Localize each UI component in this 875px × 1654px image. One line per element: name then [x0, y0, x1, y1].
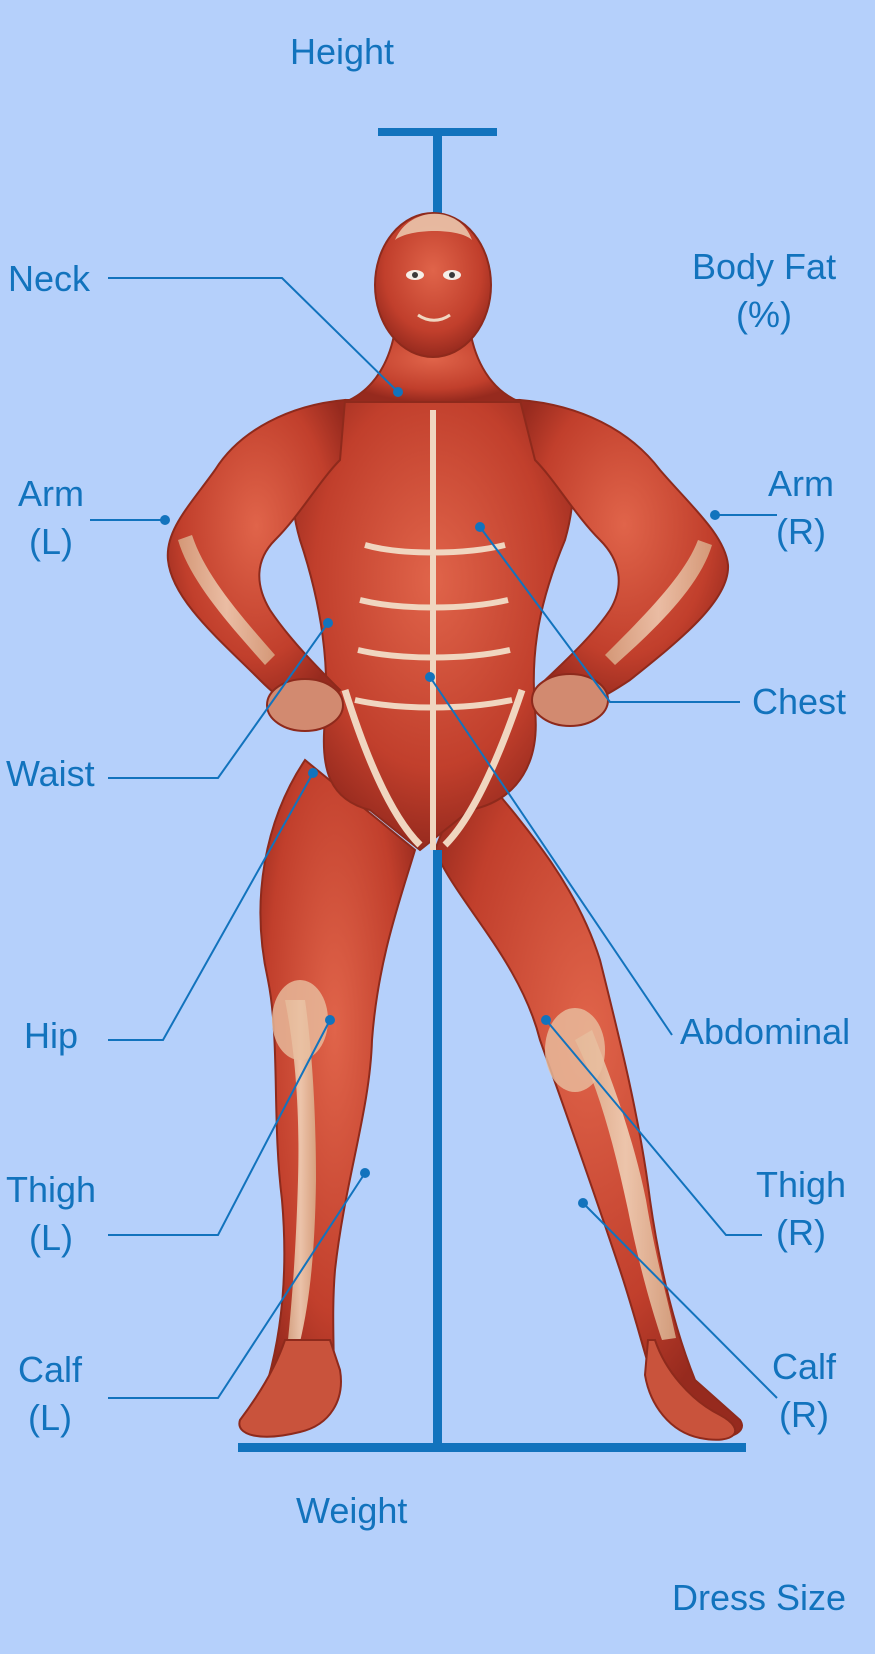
- waist-dot: [323, 618, 333, 628]
- hip-dot: [308, 768, 318, 778]
- calf-right-dot: [578, 1198, 588, 1208]
- neck-leader: [108, 277, 399, 393]
- right-forearm-tendon: [605, 540, 712, 665]
- linea-alba: [354, 410, 513, 850]
- arm-left-label[interactable]: Arm (L): [18, 473, 84, 562]
- neck-dot: [393, 387, 403, 397]
- left-knee: [272, 980, 328, 1060]
- chest-leader: [479, 526, 740, 703]
- body-fat-label[interactable]: Body Fat (%): [692, 246, 837, 335]
- thigh-left-leader: [108, 1019, 331, 1236]
- head: [374, 212, 492, 358]
- arm-right-dot: [710, 510, 720, 520]
- chest-dot: [475, 522, 485, 532]
- arm-right-label[interactable]: Arm (R): [768, 463, 834, 552]
- weight-label[interactable]: Weight: [296, 1490, 408, 1531]
- waist-leader: [108, 622, 329, 779]
- height-label[interactable]: Height: [290, 31, 395, 72]
- right-hand: [531, 673, 609, 727]
- thigh-right-leader: [545, 1019, 762, 1236]
- thigh-right-dot: [541, 1015, 551, 1025]
- calf-left-leader: [108, 1172, 366, 1399]
- right-pupil: [449, 272, 455, 278]
- waist-label[interactable]: Waist: [6, 753, 95, 794]
- right-shin-tendon: [575, 1030, 676, 1340]
- calf-left-dot: [360, 1168, 370, 1178]
- chest-label[interactable]: Chest: [752, 681, 847, 722]
- calf-left-label[interactable]: Calf (L): [18, 1349, 83, 1438]
- calf-right-leader: [582, 1202, 778, 1399]
- right-leg: [433, 758, 743, 1439]
- abdominal-leader: [429, 676, 673, 1036]
- left-foot: [238, 1339, 342, 1438]
- mouth: [417, 313, 451, 322]
- abdominal-dot: [425, 672, 435, 682]
- left-forearm-tendon: [178, 535, 275, 665]
- left-shin-tendon: [285, 1000, 316, 1342]
- thigh-right-label[interactable]: Thigh (R): [756, 1164, 847, 1253]
- anatomy-figure: [166, 212, 743, 1441]
- pelvic-v: [341, 688, 526, 848]
- left-leg: [253, 758, 417, 1437]
- neck-label[interactable]: Neck: [8, 258, 91, 299]
- left-hand: [266, 678, 344, 732]
- right-foot: [643, 1339, 737, 1441]
- leader-lines: [90, 277, 778, 1399]
- height-measure-bar: [378, 128, 497, 222]
- left-pupil: [412, 272, 418, 278]
- thigh-left-label[interactable]: Thigh (L): [6, 1169, 97, 1258]
- calf-right-label[interactable]: Calf (R): [772, 1346, 837, 1435]
- abdominal-label[interactable]: Abdominal: [680, 1011, 851, 1052]
- thigh-left-dot: [325, 1015, 335, 1025]
- weight-measure-bar: [238, 850, 746, 1452]
- hip-leader: [108, 772, 314, 1041]
- leader-dots: [160, 387, 720, 1208]
- arm-left-dot: [160, 515, 170, 525]
- skull-tendon: [395, 213, 472, 240]
- hip-label[interactable]: Hip: [24, 1015, 79, 1056]
- dress-size-label[interactable]: Dress Size: [672, 1577, 847, 1618]
